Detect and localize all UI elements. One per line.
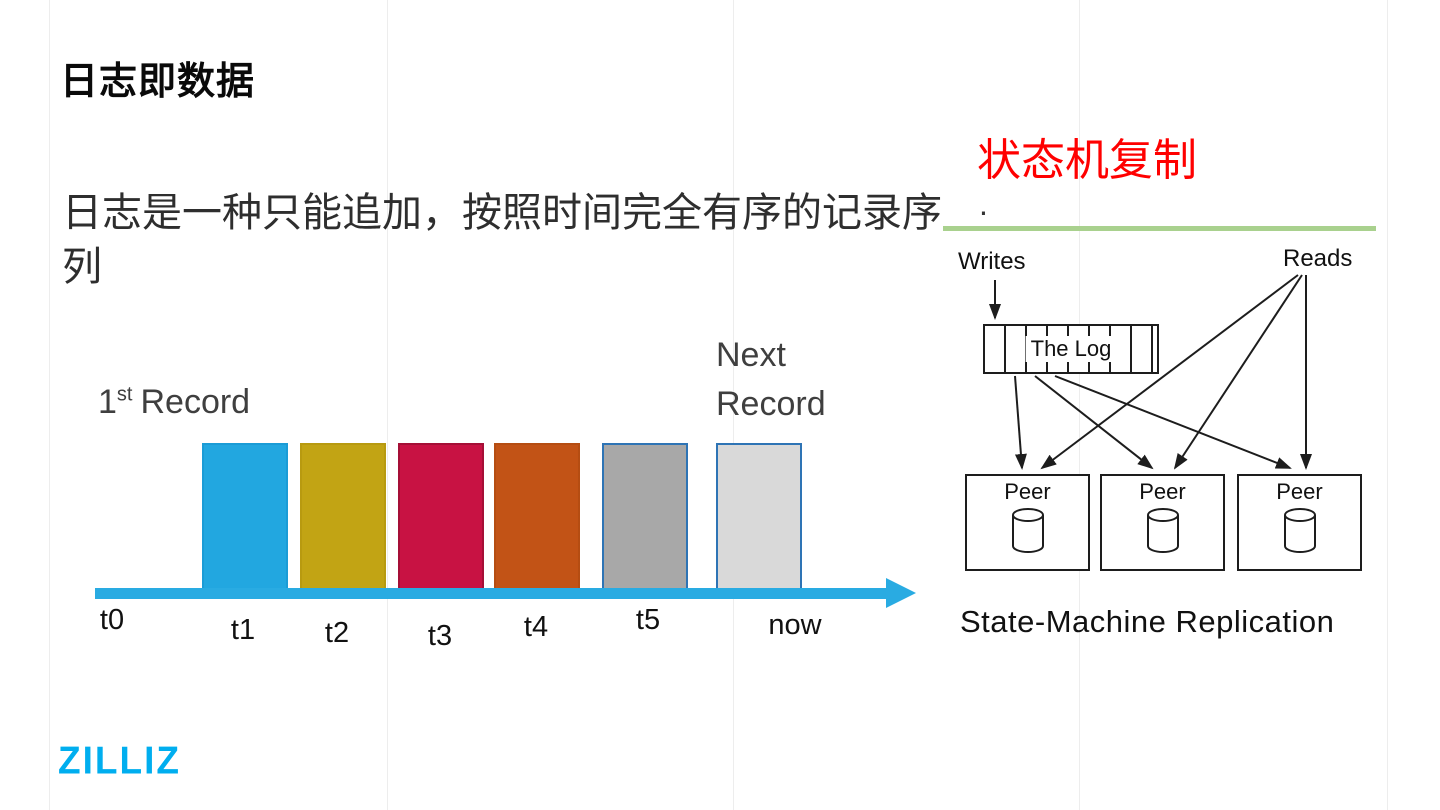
reads-label: Reads: [1283, 245, 1353, 272]
peer-label: Peer: [1004, 479, 1051, 504]
column-guide: [1387, 0, 1388, 810]
next-record-line1: Next: [716, 336, 786, 374]
peer-label: Peer: [1276, 479, 1323, 504]
database-cylinder-icon: [1146, 508, 1179, 553]
first-record-word: Record: [140, 383, 251, 421]
peer-box-2: Peer: [1100, 474, 1225, 571]
peer-label: Peer: [1139, 479, 1186, 504]
writes-label: Writes: [958, 248, 1026, 275]
tick-t5: t5: [635, 604, 661, 636]
log-box: The Log: [983, 324, 1159, 374]
slide-title: 日志即数据: [60, 61, 256, 103]
tick-t4: t4: [523, 611, 549, 643]
tick-t2: t2: [324, 617, 350, 649]
database-cylinder-icon: [1011, 508, 1044, 553]
green-divider: [943, 226, 1376, 231]
bar-t1: [202, 443, 288, 595]
first-record-num: 1: [98, 383, 117, 421]
column-guide: [49, 0, 50, 810]
replication-arrows: [989, 274, 1312, 470]
stray-dot: .: [979, 186, 988, 222]
next-record-label: Next Record: [716, 331, 826, 430]
time-axis: [95, 588, 888, 599]
bar-t5: [602, 443, 688, 595]
next-record-line2: Record: [716, 385, 826, 424]
body-text: 日志是一种只能追加，按照时间完全有序的记录序列: [62, 191, 942, 289]
peer-box-1: Peer: [965, 474, 1090, 571]
bar-t3: [398, 443, 484, 595]
column-guide: [1079, 0, 1080, 810]
column-guide: [387, 0, 388, 810]
first-record-label: 1st Record: [98, 383, 250, 422]
tick-now: now: [768, 609, 822, 641]
tick-t3: t3: [427, 620, 453, 652]
first-record-sup: st: [116, 383, 133, 406]
tick-t0: t0: [99, 604, 125, 636]
database-cylinder-icon: [1283, 508, 1316, 553]
log-label: The Log: [1025, 336, 1117, 362]
bar-now: [716, 443, 802, 595]
right-panel-heading: 状态机复制: [977, 136, 1197, 185]
peer-box-3: Peer: [1237, 474, 1362, 571]
tick-t1: t1: [230, 614, 256, 646]
time-axis-arrowhead-icon: [886, 578, 916, 608]
zilliz-logo: ZILLIZ: [58, 738, 181, 782]
bar-t2: [300, 443, 386, 595]
bar-t4: [494, 443, 580, 595]
column-guide: [733, 0, 734, 810]
diagram-caption: State-Machine Replication: [960, 604, 1335, 639]
